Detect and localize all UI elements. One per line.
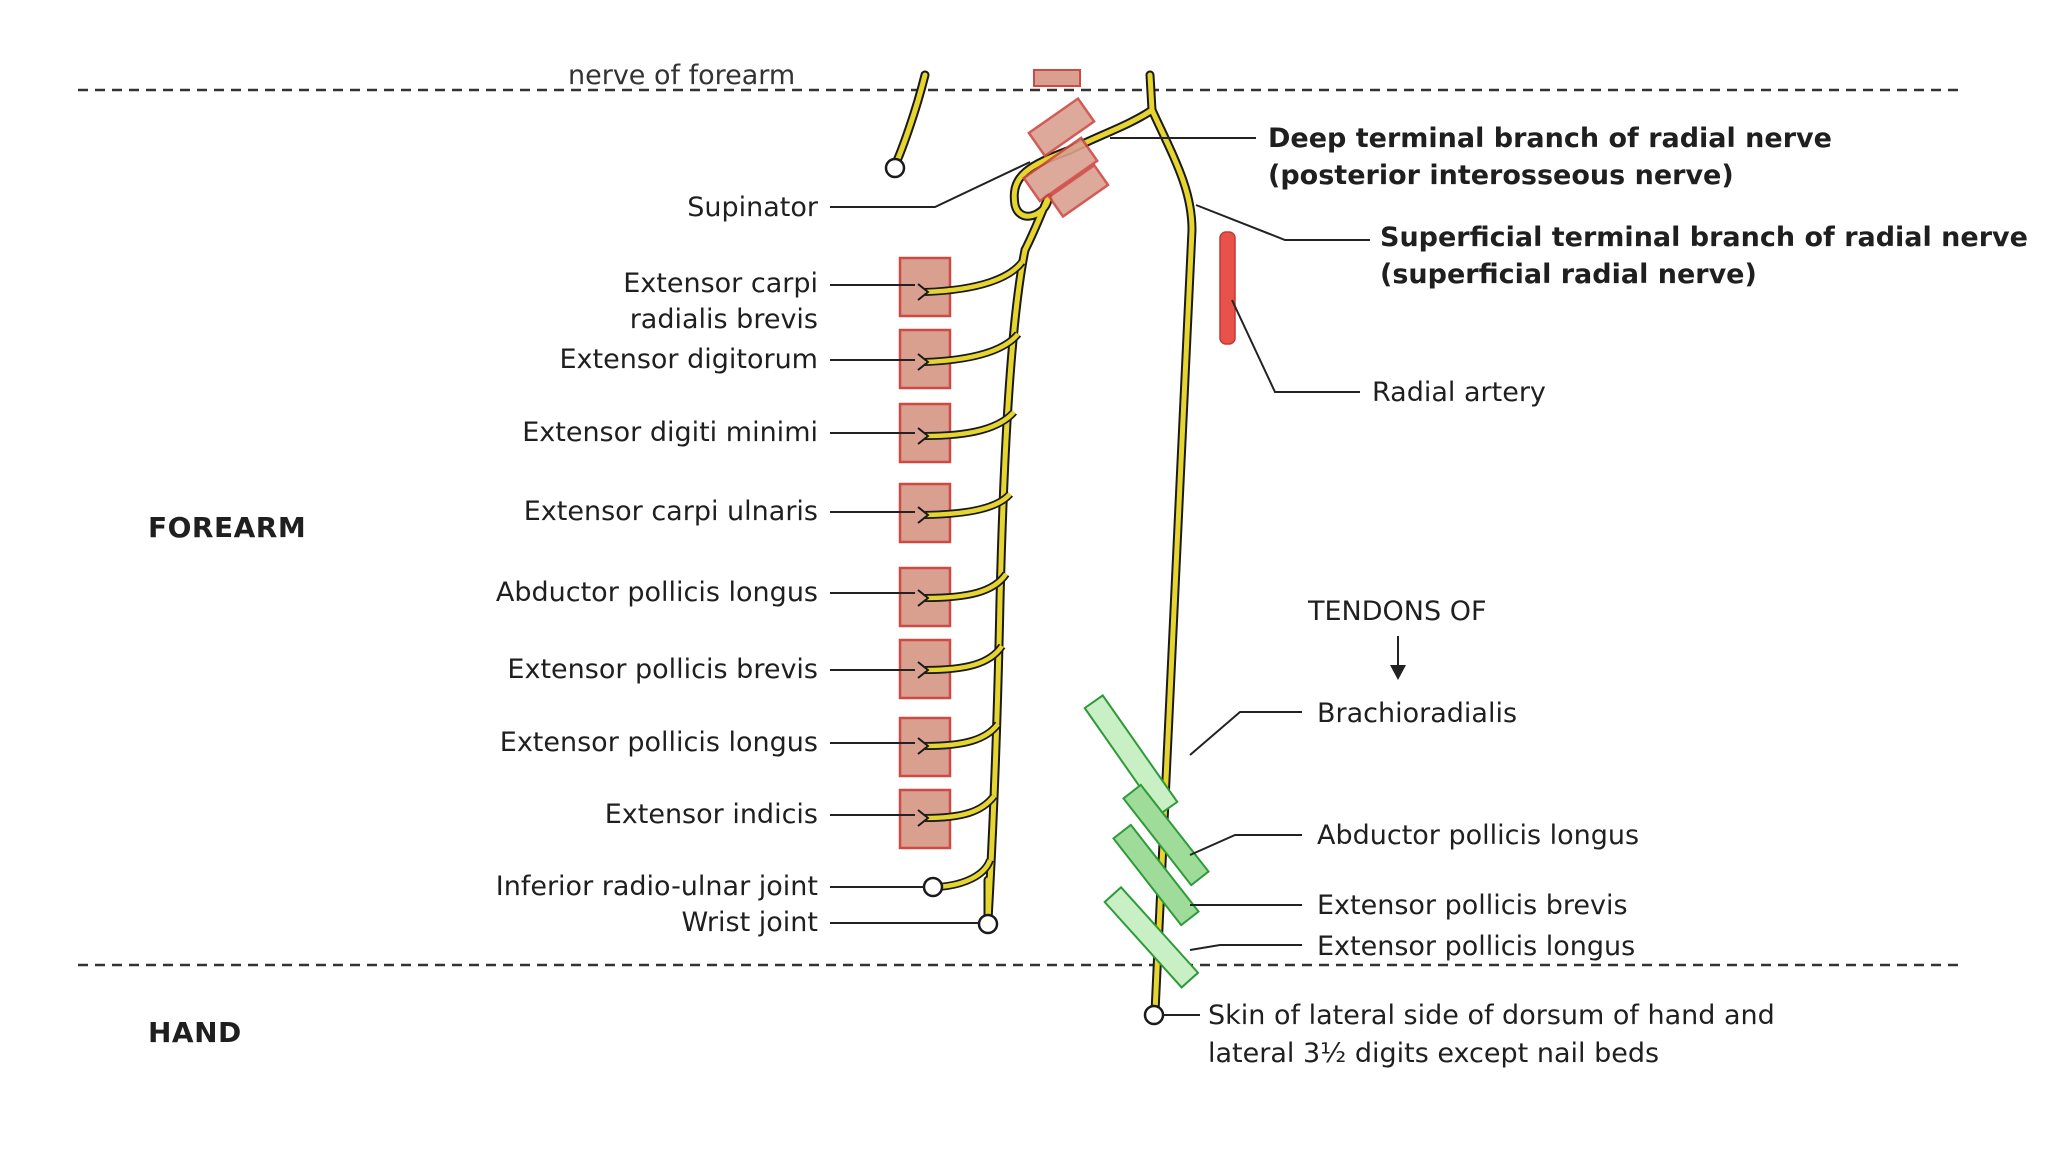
label-ecrb-line2: radialis brevis	[630, 304, 818, 335]
supinator-muscle	[1022, 96, 1110, 219]
label-iruj: Inferior radio-ulnar joint	[496, 871, 818, 902]
label-tendon-epb: Extensor pollicis brevis	[1317, 890, 1628, 921]
label-ei: Extensor indicis	[605, 799, 818, 830]
muscle-block-ei	[898, 788, 998, 850]
muscle-block-epb	[898, 638, 1006, 700]
muscle-block-ed	[898, 328, 1022, 390]
terminal-wrist	[977, 913, 999, 935]
label-skin-line2: lateral 3½ digits except nail beds	[1208, 1038, 1659, 1069]
muscle-block-apl	[898, 566, 1010, 628]
label-deep-branch-line1: Deep terminal branch of radial nerve	[1268, 123, 1832, 154]
label-deep-branch-line2: (posterior interosseous nerve)	[1268, 160, 1734, 191]
region-forearm: FOREARM	[148, 511, 306, 544]
tendons-arrow-head	[1390, 665, 1406, 680]
radial-artery	[1219, 231, 1236, 345]
label-supinator: Supinator	[687, 192, 819, 223]
terminal-posterior-cutaneous	[884, 157, 906, 179]
label-edm: Extensor digiti minimi	[522, 417, 818, 448]
top-cut-label: nerve of forearm	[568, 60, 795, 91]
muscle-block-edm	[898, 402, 1018, 464]
nerve-paths	[890, 70, 1197, 1017]
leader-lines	[830, 137, 1399, 1016]
label-epl: Extensor pollicis longus	[500, 727, 818, 758]
region-hand: HAND	[148, 1016, 242, 1049]
label-tendons-heading: TENDONS OF	[1307, 596, 1487, 627]
terminal-skin	[1143, 1004, 1165, 1026]
cut-muscle-block	[1033, 69, 1081, 87]
muscle-block-ecu	[898, 482, 1014, 544]
label-tendon-apl: Abductor pollicis longus	[1317, 820, 1639, 851]
label-radial-artery: Radial artery	[1372, 377, 1546, 408]
label-epb: Extensor pollicis brevis	[507, 654, 818, 685]
muscle-block-ecrb	[898, 256, 1026, 318]
label-tendon-brachioradialis: Brachioradialis	[1317, 698, 1517, 729]
label-skin-line1: Skin of lateral side of dorsum of hand a…	[1208, 1000, 1775, 1031]
label-wrist: Wrist joint	[681, 907, 818, 938]
muscle-block-epl	[898, 716, 1002, 778]
motor-branches	[898, 256, 1026, 891]
right-labels: Deep terminal branch of radial nerve (po…	[1208, 123, 2028, 1069]
label-superficial-branch-line1: Superficial terminal branch of radial ne…	[1380, 222, 2028, 253]
label-ecrb-line1: Extensor carpi	[623, 268, 818, 299]
label-apl: Abductor pollicis longus	[496, 577, 818, 608]
label-ed: Extensor digitorum	[559, 344, 818, 375]
terminal-iruj	[922, 876, 944, 898]
left-labels: Supinator Extensor carpi radialis brevis…	[496, 192, 819, 938]
tendons	[1083, 694, 1210, 989]
label-tendon-epl: Extensor pollicis longus	[1317, 931, 1635, 962]
label-superficial-branch-line2: (superficial radial nerve)	[1380, 259, 1757, 290]
label-ecu: Extensor carpi ulnaris	[524, 496, 818, 527]
